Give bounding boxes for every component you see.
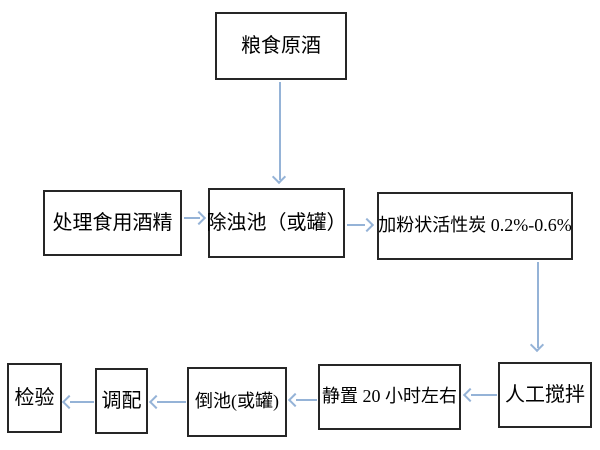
arrow-left-icon	[462, 387, 478, 403]
node-label: 除浊池（或罐）	[206, 212, 347, 234]
arrow-stir-to-stand-line	[471, 394, 497, 396]
node-treat-edible-alcohol: 处理食用酒精	[43, 190, 182, 256]
node-grain-base-liquor: 粮食原酒	[215, 12, 347, 80]
arrow-left-icon	[287, 392, 303, 408]
arrow-alcohol-to-pool-line	[184, 217, 200, 219]
arrow-pour-to-blend-line	[157, 401, 186, 403]
arrow-carbon-to-stir-line	[537, 262, 539, 348]
node-label: 加粉状活性炭 0.2%-0.6%	[378, 215, 572, 236]
node-label: 倒池(或罐)	[195, 391, 279, 412]
node-label: 人工搅拌	[505, 384, 585, 406]
node-pour-to-pool: 倒池(或罐)	[187, 367, 287, 437]
arrow-left-icon	[61, 394, 77, 410]
node-stand-still-20-hours: 静置 20 小时左右	[318, 364, 461, 430]
arrow-right-icon	[359, 217, 375, 233]
arrow-down-icon	[529, 337, 545, 353]
node-label: 处理食用酒精	[52, 212, 173, 234]
node-label: 调配	[101, 390, 142, 412]
arrow-blend-to-inspect-line	[70, 401, 94, 403]
arrow-left-icon	[148, 394, 164, 410]
arrow-right-icon	[191, 210, 207, 226]
node-label: 检验	[14, 387, 55, 409]
node-label: 静置 20 小时左右	[322, 386, 457, 407]
node-inspection: 检验	[7, 363, 62, 433]
node-add-powdered-activated-carbon: 加粉状活性炭 0.2%-0.6%	[377, 192, 573, 260]
node-manual-stirring: 人工搅拌	[498, 362, 592, 428]
arrow-grain-to-pool-line	[279, 82, 281, 180]
arrow-down-icon	[271, 169, 287, 185]
node-blending: 调配	[95, 368, 148, 434]
arrow-stand-to-pour-line	[296, 399, 317, 401]
node-label: 粮食原酒	[241, 35, 321, 57]
arrow-pool-to-carbon-line	[347, 224, 365, 226]
node-turbidity-removal-pool: 除浊池（或罐）	[206, 188, 347, 258]
